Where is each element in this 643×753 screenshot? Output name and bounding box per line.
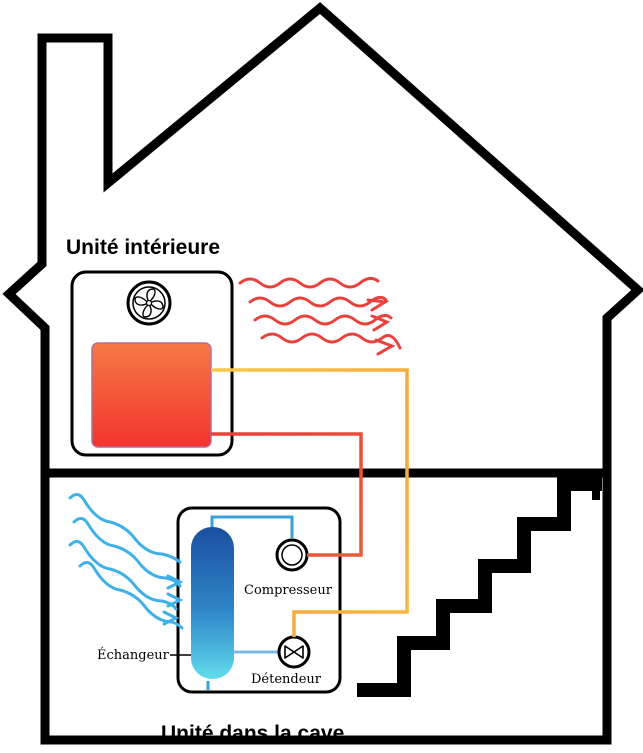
compressor-icon	[275, 538, 309, 572]
indoor-heat-exchanger	[91, 342, 212, 448]
hot-gas-line	[211, 432, 363, 557]
indoor-unit-label: Unité intérieure	[66, 236, 220, 259]
cold-air-waves	[68, 493, 184, 630]
exchanger-label: Échangeur	[97, 647, 170, 663]
liquid-line	[211, 368, 409, 637]
cellar-unit-label: Unité dans la cave	[161, 722, 344, 745]
expansion-valve-icon	[277, 635, 311, 669]
cellar-internal-pipes	[206, 515, 294, 690]
compressor-label: Compresseur	[244, 583, 333, 598]
refrigerant-lines	[211, 368, 409, 637]
outdoor-heat-exchanger	[191, 527, 234, 679]
fan-icon	[126, 280, 172, 326]
hot-air-waves	[238, 276, 402, 356]
expansion-valve-label: Détendeur	[251, 672, 322, 687]
staircase	[357, 477, 602, 697]
